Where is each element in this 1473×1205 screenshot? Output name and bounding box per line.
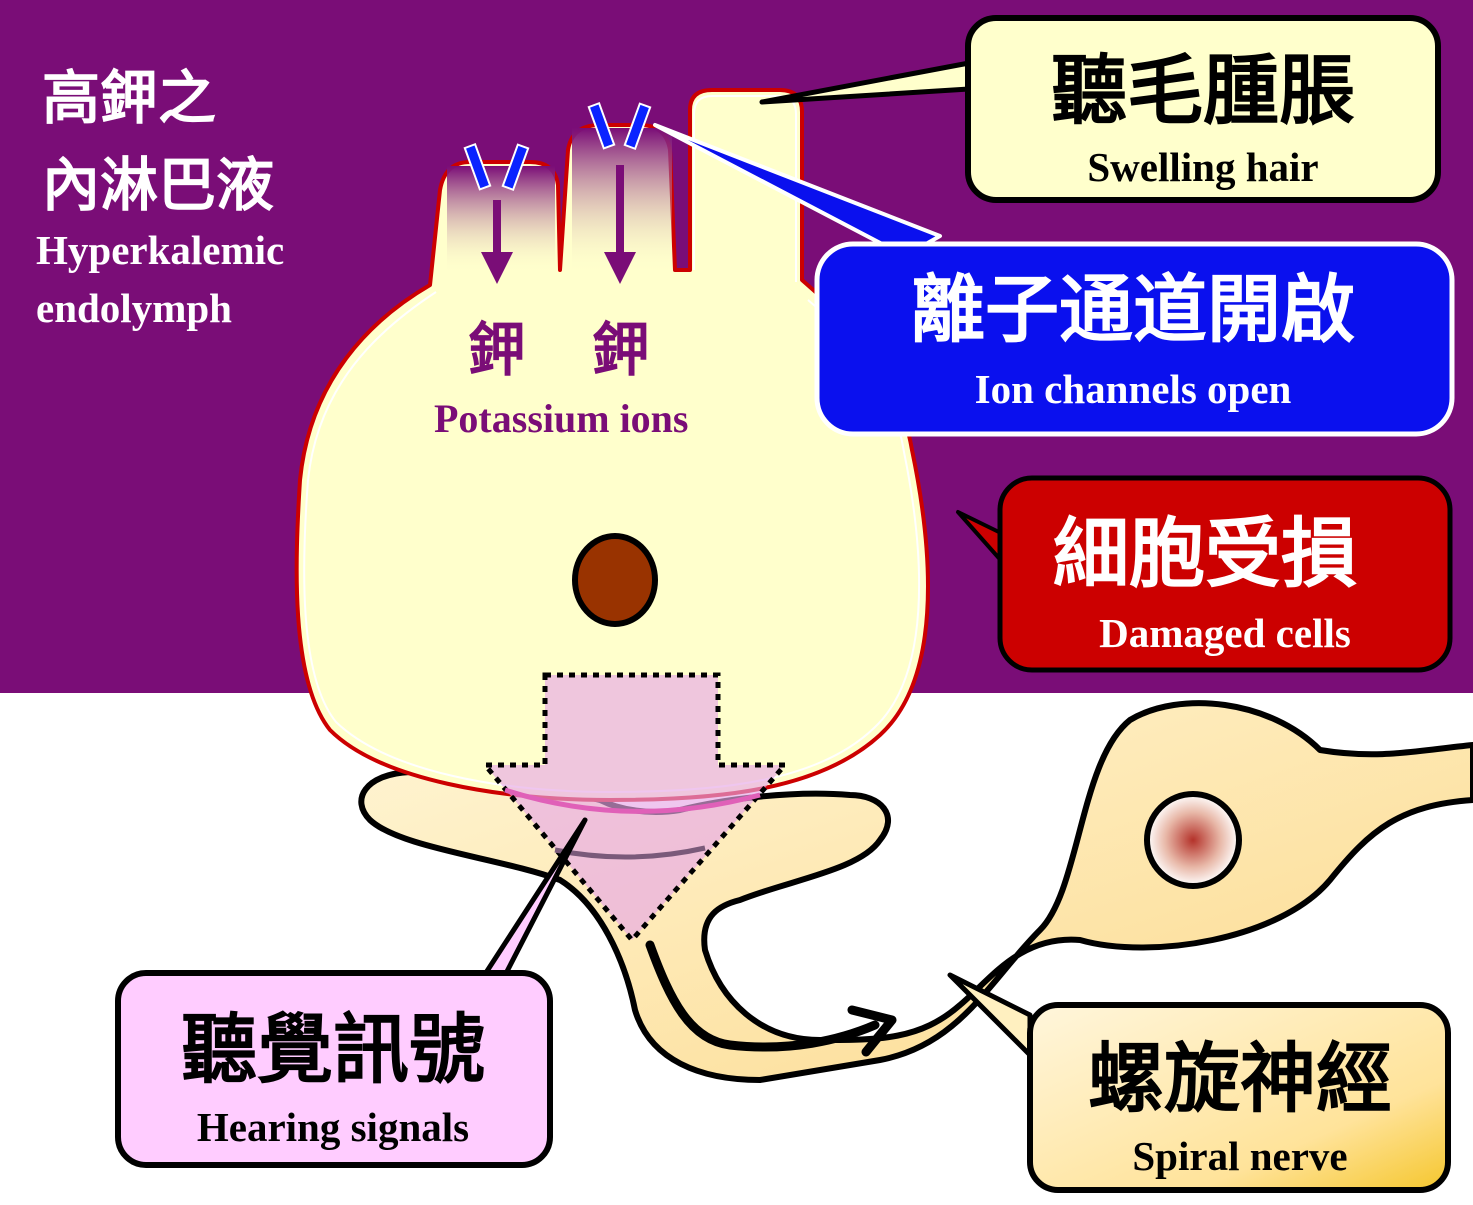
endolymph-zh-line2: 內淋巴液 [42,151,274,219]
swelling-zh-label: 聽毛腫脹 [1051,46,1355,135]
spiral-nerve-fiber [358,700,1473,1083]
ion-callout-box [814,241,1455,437]
hearing-zh-label: 聽覺訊號 [181,1005,485,1094]
hair-cell-nucleus [572,533,658,627]
damaged-callout-box [997,475,1453,673]
ion-channel-1 [463,142,492,191]
ion-channel-2 [501,143,530,192]
endolymph-en-line2: endolymph [36,285,232,331]
nerve-callout-box [1027,1002,1451,1193]
potassium-en-label: Potassium ions [434,396,689,441]
swelling-en-label: Swelling hair [1087,144,1318,190]
nerve-en-label: Spiral nerve [1132,1133,1347,1179]
hair-cell-inner-outline [693,95,797,282]
ion-channel-4 [623,102,652,151]
nerve-zh-label: 螺旋神經 [1088,1034,1392,1123]
signal-flow-arrow [645,940,880,1052]
nerve-soma-nucleus [1144,791,1242,889]
synapse-line-upper [504,787,761,814]
signal-flow-arrowhead [847,1005,897,1057]
ion-zh-label: 離子通道開啟 [911,267,1355,353]
swelling-callout-box [965,15,1441,203]
endolymph-zh-line1: 高鉀之 [42,64,216,132]
hearing-signal-arrow-shape [479,672,791,944]
potassium-zh-left: 鉀 [468,316,526,384]
hearing-callout-box [115,970,553,1168]
damaged-en-label: Damaged cells [1099,610,1351,656]
ion-channel-3 [587,101,616,150]
hair-cell [294,88,930,802]
potassium-zh-right: 鉀 [592,316,650,384]
hearing-signal-arrow [479,672,791,944]
synapse-line-lower [554,845,706,860]
damaged-zh-label: 細胞受損 [1053,509,1357,598]
endolymph-en-line1: Hyperkalemic [36,227,284,273]
ion-en-label: Ion channels open [975,366,1292,412]
hearing-en-label: Hearing signals [197,1104,469,1150]
